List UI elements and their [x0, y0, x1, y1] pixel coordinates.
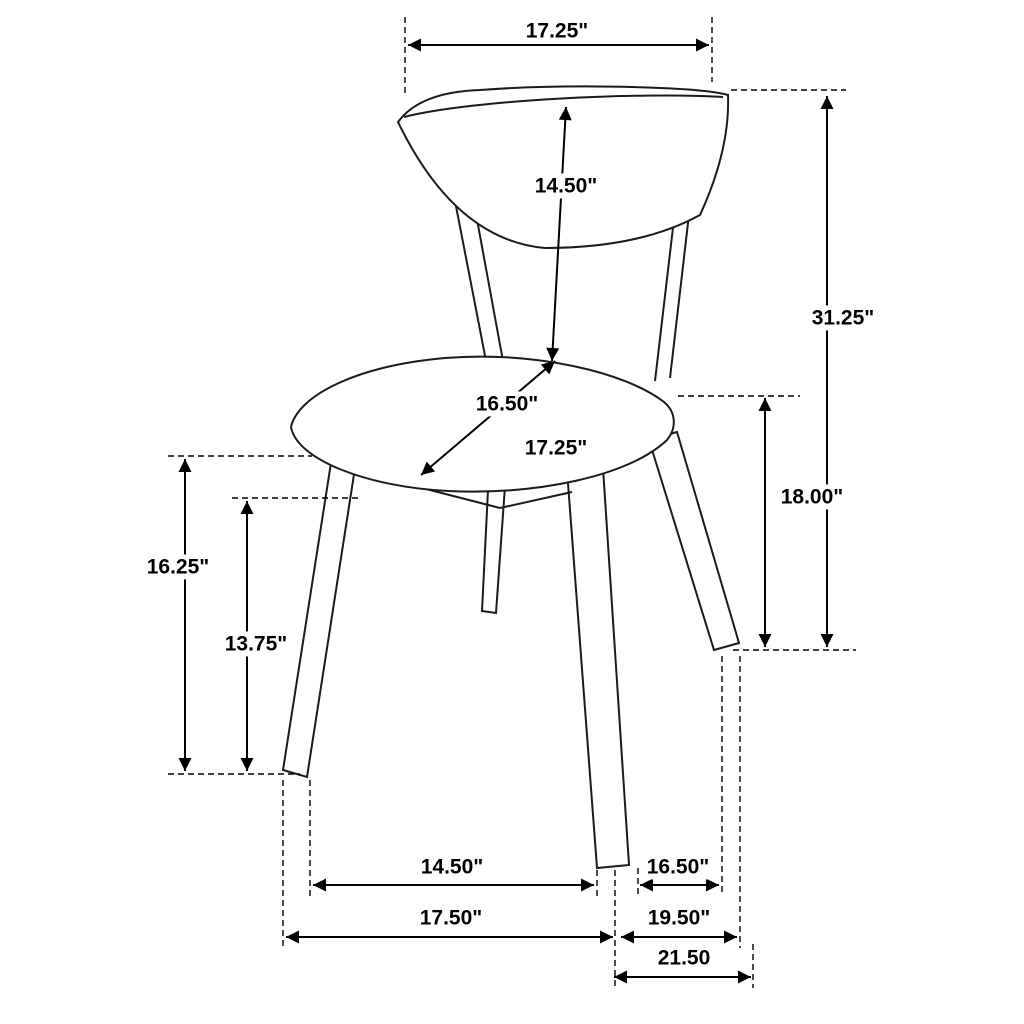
dim-label-overall-depth: 21.50	[653, 945, 715, 971]
dim-label-front-outer: 17.50"	[415, 905, 487, 931]
dim-backrest-height	[546, 106, 572, 362]
dim-label-overall-height: 31.25"	[807, 305, 879, 331]
dim-label-left-inner: 13.75"	[220, 631, 292, 657]
chair-legs	[281, 430, 741, 870]
dim-label-side-mid: 19.50"	[643, 905, 715, 931]
dim-seat-diagonal	[420, 360, 556, 476]
dimension-lines	[178, 38, 834, 984]
dim-label-seat-height: 18.00"	[776, 484, 848, 510]
extension-lines	[168, 17, 856, 988]
dim-label-backrest-height: 14.50"	[530, 173, 602, 199]
backrest-edge-line	[403, 94, 724, 118]
chair-seat	[289, 355, 675, 493]
dim-label-left-outer: 16.25"	[142, 554, 214, 580]
dim-label-seat-diagonal: 16.50"	[471, 391, 543, 417]
dim-label-top-width: 17.25"	[521, 18, 593, 44]
front-right-leg	[565, 466, 631, 870]
dim-label-front-inner: 14.50"	[416, 854, 488, 880]
back-right-leg	[647, 430, 741, 652]
front-left-leg	[281, 448, 359, 779]
dim-label-seat-width: 17.25"	[520, 435, 592, 461]
dim-label-side-inner: 16.50"	[642, 854, 714, 880]
